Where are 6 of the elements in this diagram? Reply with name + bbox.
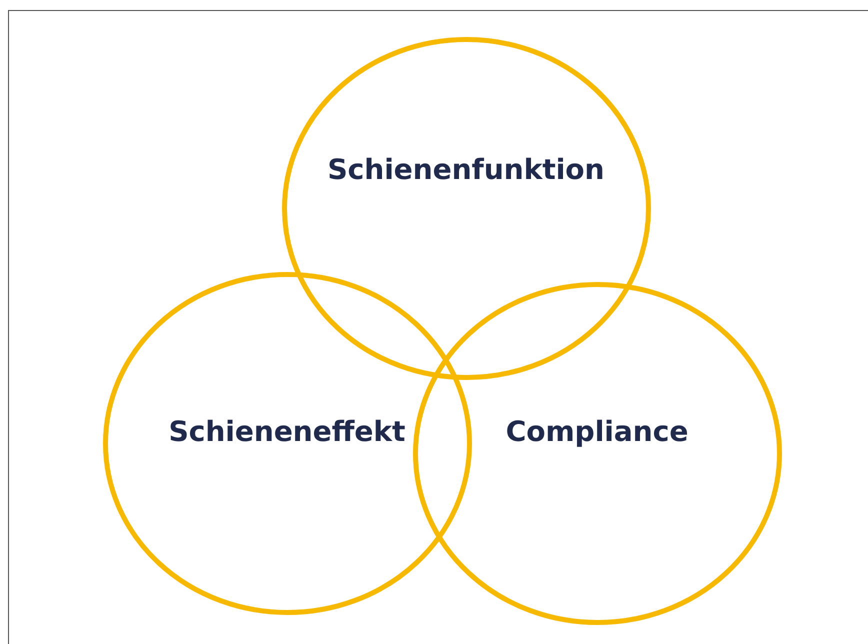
circle-label: Schienenfunktion xyxy=(326,152,606,188)
circle-label: Compliance xyxy=(504,414,690,450)
venn-circle xyxy=(412,282,782,624)
venn-circle xyxy=(282,36,650,380)
circle-label: Schieneneffekt xyxy=(168,414,406,450)
venn-circle xyxy=(102,272,472,614)
